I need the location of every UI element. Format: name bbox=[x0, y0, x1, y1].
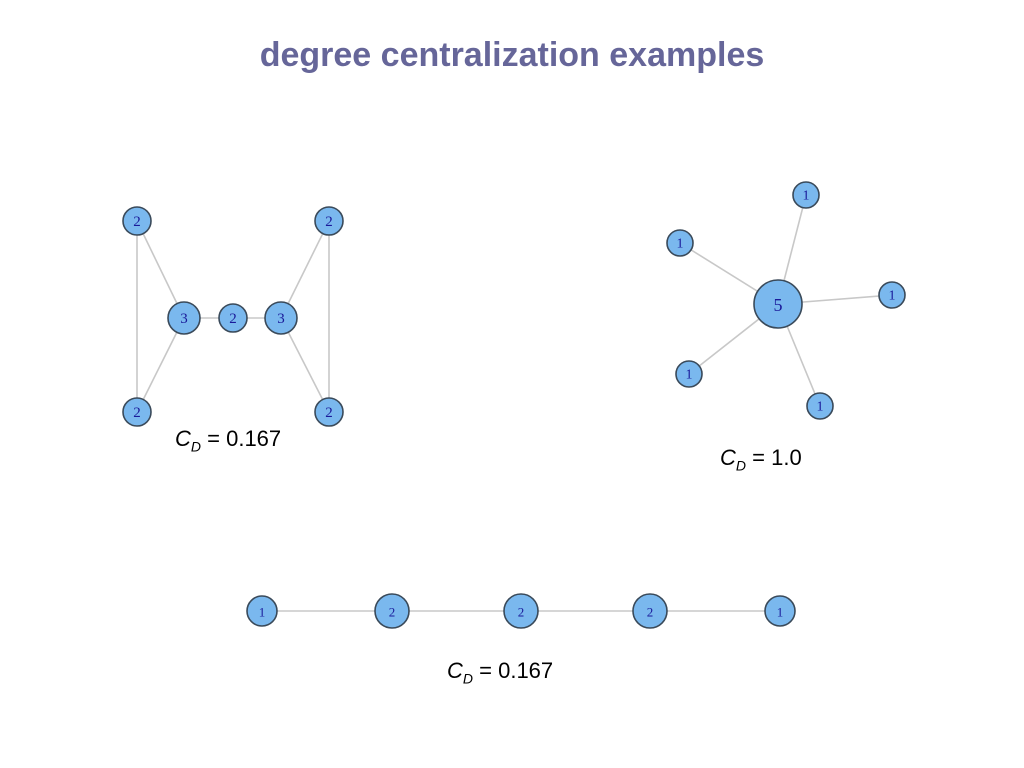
formula-value: = 0.167 bbox=[207, 426, 282, 451]
line-node-label-3: 2 bbox=[647, 605, 654, 620]
star-node-label-1: 1 bbox=[803, 189, 810, 204]
line-node-label-1: 2 bbox=[389, 605, 396, 620]
bowtie-node-5 bbox=[314, 206, 344, 236]
star-node-label-2: 1 bbox=[677, 237, 684, 252]
line-centralization-formula: CD = 0.167 bbox=[447, 658, 553, 686]
bowtie-edge-6 bbox=[280, 317, 330, 413]
formula-symbol: C bbox=[447, 658, 463, 683]
bowtie-node-label-2: 3 bbox=[180, 311, 188, 327]
formula-subscript: D bbox=[735, 457, 747, 474]
bowtie-node-label-6: 2 bbox=[325, 405, 333, 421]
line-node-0 bbox=[246, 595, 278, 627]
bowtie-node-label-1: 2 bbox=[133, 405, 141, 421]
bowtie-graph: 2 2 3 2 3 2 2 bbox=[122, 206, 344, 427]
formula-symbol: C bbox=[175, 426, 191, 451]
line-node-2 bbox=[503, 593, 539, 629]
bowtie-node-4 bbox=[264, 301, 298, 335]
bowtie-node-label-5: 2 bbox=[325, 214, 333, 230]
slide-title: degree centralization examples bbox=[259, 36, 765, 74]
bowtie-node-1 bbox=[122, 397, 152, 427]
line-node-4 bbox=[764, 595, 796, 627]
bowtie-node-label-4: 3 bbox=[277, 311, 285, 327]
bowtie-edge-1 bbox=[136, 220, 185, 319]
star-node-3 bbox=[878, 281, 906, 309]
formula-subscript: D bbox=[190, 438, 202, 455]
star-node-label-3: 1 bbox=[889, 289, 896, 304]
formula-value: = 0.167 bbox=[479, 658, 554, 683]
line-node-1 bbox=[374, 593, 410, 629]
bowtie-node-3 bbox=[218, 303, 248, 333]
star-node-0 bbox=[753, 279, 803, 329]
formula-symbol: C bbox=[720, 445, 736, 470]
star-node-1 bbox=[792, 181, 820, 209]
line-node-label-4: 1 bbox=[777, 605, 784, 620]
bowtie-node-label-3: 2 bbox=[229, 311, 237, 327]
bowtie-node-6 bbox=[314, 397, 344, 427]
star-node-label-4: 1 bbox=[686, 368, 693, 383]
line-graph: 1 2 2 2 1 bbox=[246, 593, 796, 629]
star-graph: 5 1 1 1 1 1 bbox=[666, 181, 906, 420]
bowtie-edge-2 bbox=[136, 317, 185, 413]
star-node-2 bbox=[666, 229, 694, 257]
star-node-4 bbox=[675, 360, 703, 388]
bowtie-node-label-0: 2 bbox=[133, 214, 141, 230]
star-node-label-5: 1 bbox=[817, 400, 824, 415]
bowtie-node-0 bbox=[122, 206, 152, 236]
star-centralization-formula: CD = 1.0 bbox=[720, 445, 802, 473]
line-node-3 bbox=[632, 593, 668, 629]
bowtie-node-2 bbox=[167, 301, 201, 335]
line-node-label-0: 1 bbox=[259, 605, 266, 620]
formula-subscript: D bbox=[462, 670, 474, 687]
star-node-5 bbox=[806, 392, 834, 420]
bowtie-edge-5 bbox=[280, 220, 330, 319]
line-node-label-2: 2 bbox=[518, 605, 525, 620]
formula-value: = 1.0 bbox=[752, 445, 802, 470]
bowtie-centralization-formula: CD = 0.167 bbox=[175, 426, 281, 454]
star-node-label-0: 5 bbox=[774, 295, 783, 315]
